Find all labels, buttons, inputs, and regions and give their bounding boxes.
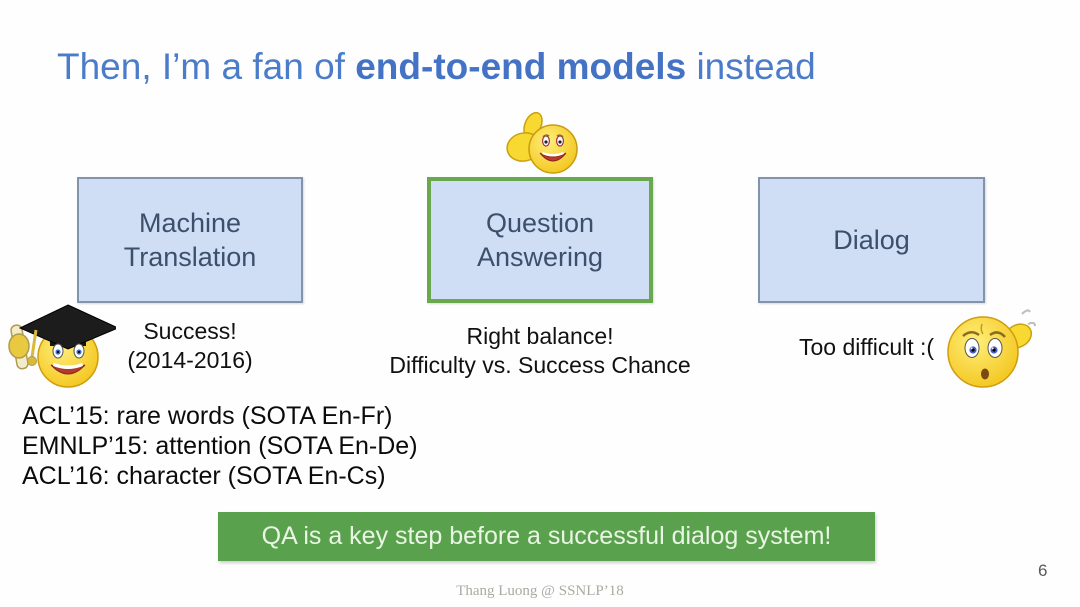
slide-title: Then, I’m a fan of end-to-end models ins… <box>57 46 816 88</box>
dialog-caption: Too difficult :( <box>799 334 935 360</box>
mt-caption-line2: (2014-2016) <box>127 347 253 373</box>
question-answering-caption: Right balance! Difficulty vs. Success Ch… <box>372 322 708 380</box>
machine-translation-box: Machine Translation <box>77 177 303 303</box>
question-answering-box: Question Answering <box>427 177 653 303</box>
publications-list: ACL’15: rare words (SOTA En-Fr) EMNLP’15… <box>22 401 418 491</box>
title-prefix: Then, I’m a fan of <box>57 46 356 87</box>
graduate-emoji-icon <box>4 299 116 393</box>
title-suffix: instead <box>686 46 816 87</box>
question-answering-label: Question Answering <box>476 208 604 272</box>
dialog-label: Dialog <box>833 225 910 255</box>
dialog-box: Dialog <box>758 177 985 303</box>
publication-line: EMNLP’15: attention (SOTA En-De) <box>22 432 418 460</box>
machine-translation-caption: Success! (2014-2016) <box>100 317 280 375</box>
publication-line: ACL’16: character (SOTA En-Cs) <box>22 462 386 490</box>
mt-caption-line1: Success! <box>143 318 237 344</box>
key-message-banner: QA is a key step before a successful dia… <box>218 512 875 561</box>
machine-translation-label: Machine Translation <box>123 208 257 272</box>
footer-credit: Thang Luong @ SSNLP’18 <box>456 583 624 599</box>
title-bold-phrase: end-to-end models <box>355 46 687 87</box>
publication-line: ACL’15: rare words (SOTA En-Fr) <box>22 402 393 430</box>
page-number: 6 <box>1038 561 1048 580</box>
worried-emoji-icon <box>938 302 1036 394</box>
qa-caption-line1: Right balance! <box>466 323 614 349</box>
qa-caption-line2: Difficulty vs. Success Chance <box>389 352 691 378</box>
thumbs-up-emoji-icon <box>503 109 581 175</box>
